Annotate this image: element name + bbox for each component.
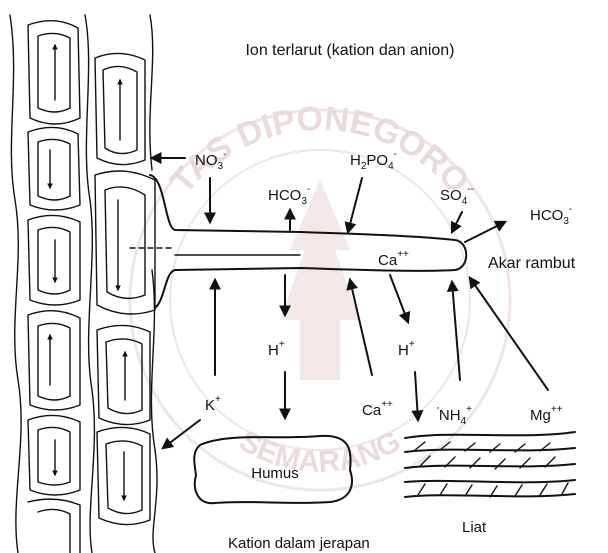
left-cell-column	[28, 21, 80, 553]
arrow-ca-up	[350, 280, 372, 375]
label-root-hair: Akar rambut	[488, 255, 576, 272]
ion-ca-root: Ca++	[378, 249, 409, 269]
label-adsorbed-cations: Kation dalam jerapan	[228, 535, 370, 552]
ion-so4: SO4--	[440, 184, 474, 207]
root-cells	[10, 15, 157, 553]
arrow-h-right-down	[390, 275, 408, 322]
label-humus: Humus	[251, 465, 299, 482]
ion-h-right: H+	[398, 339, 415, 359]
arrow-h2po4-down	[348, 178, 362, 232]
right-cell-column	[95, 53, 155, 524]
ion-ca-bottom: Ca++	[362, 399, 393, 419]
clay-particle: Liat	[405, 432, 575, 536]
ion-h-left: H+	[268, 339, 285, 359]
label-clay: Liat	[462, 519, 487, 536]
ion-mg: Mg++	[530, 404, 563, 424]
arrow-so4-in	[452, 212, 462, 232]
arrow-h-to-clay	[415, 372, 418, 420]
ion-nh4: 'NH4+	[437, 404, 472, 427]
ion-hco3-mid: HCO3-	[268, 184, 310, 207]
diagram-title: Ion terlarut (kation dan anion)	[245, 42, 454, 59]
ion-hco3-right: HCO3-	[530, 204, 572, 227]
